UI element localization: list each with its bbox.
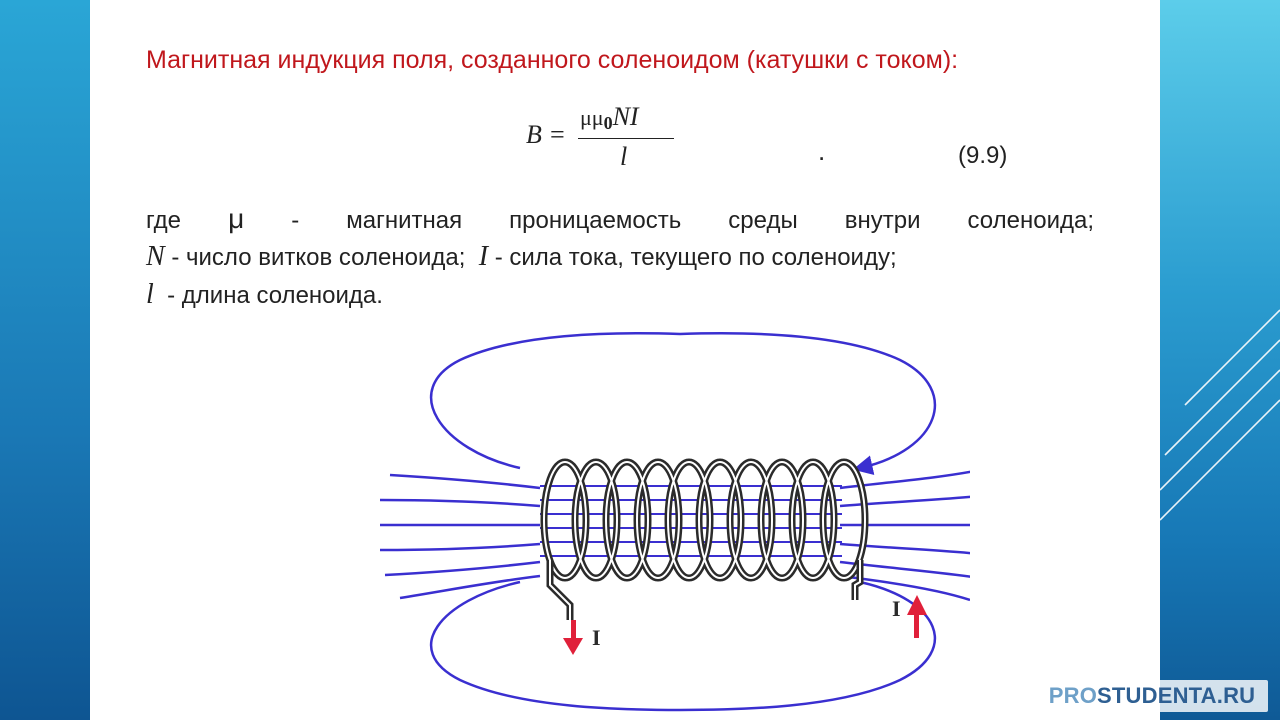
solenoid-field-diagram: I I	[380, 332, 970, 712]
formula-ni: NI	[612, 102, 639, 131]
l-symbol: l	[146, 279, 154, 310]
where-word: где	[146, 207, 182, 234]
site-watermark: PROSTUDENTA.RU	[1036, 680, 1268, 712]
fraction-bar	[578, 138, 674, 139]
decorative-diagonal-lines	[1160, 309, 1280, 521]
watermark-pro: PRO	[1048, 683, 1098, 708]
l-description: - длина соленоида.	[167, 282, 383, 309]
definition-n-i: N - число витков соленоида; I - сила ток…	[146, 238, 1094, 276]
slide-heading: Магнитная индукция поля, созданного соле…	[146, 46, 959, 74]
formula-mu: μμ	[580, 105, 604, 130]
n-description: - число витков соленоида;	[171, 244, 466, 271]
n-symbol: N	[146, 241, 165, 272]
mu-description: - магнитная проницаемость среды внутри с…	[291, 207, 1094, 234]
formula-dot: .	[818, 136, 826, 166]
definition-mu: где μ - магнитная проницаемость среды вн…	[146, 200, 1094, 238]
slide-content: Магнитная индукция поля, созданного соле…	[90, 0, 1160, 720]
solenoid-coil-highlight	[543, 461, 866, 579]
equation-number: (9.9)	[958, 142, 1008, 169]
coil-leads	[546, 560, 864, 620]
i-description: - сила тока, текущего по соленоиду;	[494, 244, 897, 271]
left-background-band	[0, 0, 90, 720]
definitions-block: где μ - магнитная проницаемость среды вн…	[146, 200, 1094, 314]
formula-subscript-zero: 0	[603, 113, 613, 133]
current-label-right: I	[892, 596, 901, 621]
mu-symbol: μ	[228, 203, 245, 234]
formula-numerator: μμ0NI	[580, 102, 639, 133]
field-lines	[380, 332, 970, 712]
definition-l: l - длина соленоида.	[146, 276, 1094, 314]
formula-lhs: B =	[526, 120, 566, 149]
watermark-studenta: STUDENTA.RU	[1097, 683, 1256, 708]
current-arrows	[563, 595, 927, 655]
current-label-left: I	[592, 625, 601, 650]
i-symbol: I	[478, 241, 489, 272]
formula-denominator: l	[620, 142, 628, 171]
